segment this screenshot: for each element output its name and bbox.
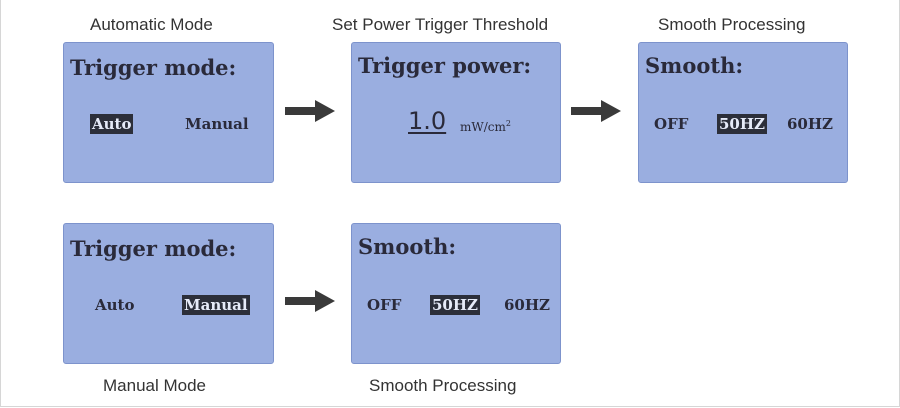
trigger-power-value: 1.0 [408, 107, 447, 135]
caption-smooth-processing-top: Smooth Processing [658, 15, 806, 34]
option-auto: Auto [95, 296, 135, 314]
caption-smooth-processing-bottom: Smooth Processing [369, 376, 517, 395]
caption-set-threshold: Set Power Trigger Threshold [332, 15, 549, 34]
lcd-screen-manual-trigger: Trigger mode: Auto Manual [63, 223, 274, 364]
caption-automatic-mode: Automatic Mode [90, 15, 213, 34]
trigger-power-unit: mW/cm2 [460, 119, 511, 134]
option-60hz: 60HZ [504, 296, 550, 314]
lcd-screen-smooth-bottom: Smooth: OFF 50HZ 60HZ [351, 223, 561, 364]
screen-title: Trigger mode: [70, 55, 237, 80]
screen-title: Trigger power: [358, 53, 532, 78]
screen-title: Smooth: [358, 234, 457, 259]
lcd-screen-smooth-top: Smooth: OFF 50HZ 60HZ [638, 42, 848, 183]
option-off: OFF [367, 296, 402, 314]
screen-title: Trigger mode: [70, 236, 237, 261]
arrow-right-icon [285, 100, 335, 122]
lcd-screen-trigger-power: Trigger power: 1.0 mW/cm2 [351, 42, 561, 183]
option-60hz: 60HZ [787, 115, 833, 133]
option-auto-selected: Auto [90, 114, 134, 134]
option-off: OFF [654, 115, 689, 133]
lcd-screen-auto-trigger: Trigger mode: Auto Manual [63, 42, 274, 183]
option-manual-selected: Manual [182, 295, 250, 315]
screen-title: Smooth: [645, 53, 744, 78]
arrow-right-icon [285, 290, 335, 312]
option-50hz-selected: 50HZ [717, 114, 767, 134]
caption-manual-mode: Manual Mode [103, 376, 207, 395]
option-manual: Manual [185, 115, 249, 133]
arrow-right-icon [571, 100, 621, 122]
option-50hz-selected: 50HZ [430, 295, 480, 315]
